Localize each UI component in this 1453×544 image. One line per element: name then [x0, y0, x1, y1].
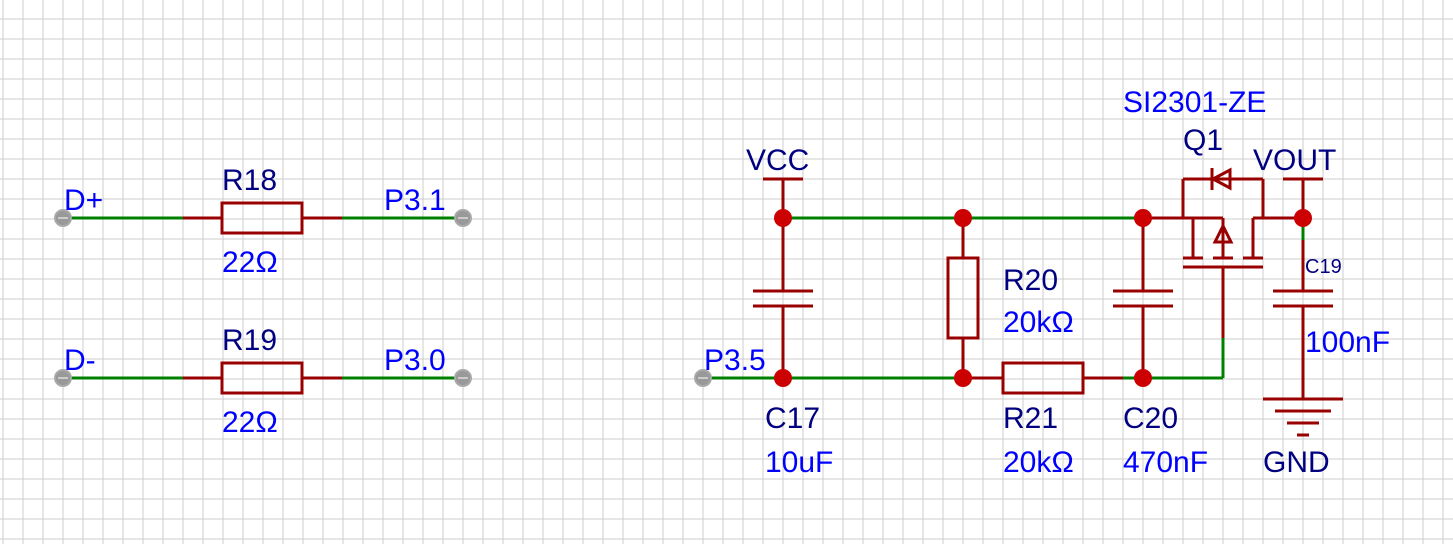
r19-designator: R19 [222, 324, 277, 357]
c19-value: 100nF [1305, 326, 1390, 359]
r19-resistor-body[interactable] [220, 361, 304, 395]
junction-c20-bottom[interactable] [1134, 369, 1152, 387]
r18-value: 22Ω [222, 246, 278, 279]
gnd-label: GND [1263, 446, 1330, 479]
p35-net-label: P3.5 [704, 344, 766, 377]
c20-value: 470nF [1123, 446, 1208, 479]
r19-value: 22Ω [222, 406, 278, 439]
q1-body-diode-icon [1209, 167, 1232, 191]
r18-circuit: D+ R18 22Ω P3.1 [54, 164, 472, 279]
r19-circuit: D- R19 22Ω P3.0 [54, 324, 472, 439]
q1-value: SI2301-ZE [1123, 86, 1266, 119]
dplus-net-label: D+ [64, 184, 103, 217]
junction-vout[interactable] [1294, 209, 1312, 227]
dminus-net-label: D- [64, 344, 96, 377]
r20-designator: R20 [1003, 264, 1058, 297]
p31-net-label: P3.1 [384, 184, 446, 217]
p30-net-label: P3.0 [384, 344, 446, 377]
gnd-symbol-icon[interactable] [1263, 397, 1343, 437]
c19-designator: C19 [1305, 256, 1342, 278]
c17-value: 10uF [765, 446, 833, 479]
q1-arrow-icon [1212, 222, 1234, 244]
r20-value: 20kΩ [1003, 306, 1074, 339]
vout-label: VOUT [1253, 144, 1336, 177]
c20-designator: C20 [1123, 402, 1178, 435]
power-switch-circuit: VCC C17 10uF P3.5 R20 20kΩ R21 20kΩ [694, 86, 1390, 479]
junction-c17-bottom[interactable] [774, 369, 792, 387]
q1-designator: Q1 [1183, 124, 1223, 157]
r21-designator: R21 [1003, 402, 1058, 435]
c17-designator: C17 [765, 402, 820, 435]
junction-vcc[interactable] [774, 209, 792, 227]
junction-r20-bottom[interactable] [954, 369, 972, 387]
r18-designator: R18 [222, 164, 277, 197]
junction-r20-top[interactable] [954, 209, 972, 227]
junction-q1-source[interactable] [1134, 209, 1152, 227]
vcc-label: VCC [746, 144, 809, 177]
r18-resistor-body[interactable] [220, 201, 304, 235]
r21-value: 20kΩ [1003, 446, 1074, 479]
